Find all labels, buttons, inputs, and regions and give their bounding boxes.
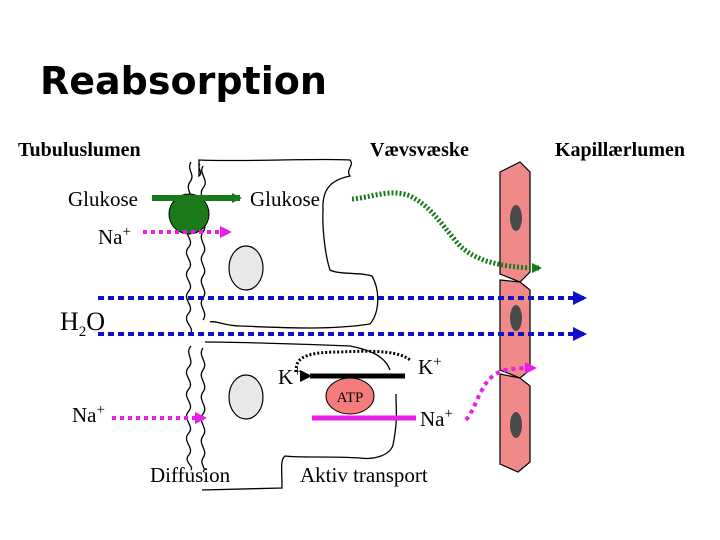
header-interstitial-fluid: Vævsvæske (370, 139, 469, 161)
sodium-label-top: Na+ (98, 224, 131, 249)
active-transport-label: Aktiv transport (300, 463, 428, 487)
vesicle-upper (228, 245, 264, 291)
nucleus (510, 305, 522, 331)
nucleus (510, 412, 522, 438)
epithelial-cells (185, 158, 398, 491)
header-capillary-lumen: Kapillærlumen (555, 139, 685, 161)
vesicle-lower (228, 374, 264, 420)
sodium-label-right: Na+ (420, 406, 453, 431)
epithelial-cell-top (198, 158, 379, 329)
capillary-wall (499, 161, 531, 473)
glucose-label-left: Glukose (68, 187, 138, 211)
sodium-exit-arrow (464, 362, 537, 422)
glucose-diffusion-arrow (351, 190, 542, 273)
water-label: H2O (60, 307, 105, 340)
brush-border (185, 161, 193, 471)
epithelial-cell-bottom (201, 341, 398, 491)
potassium-label-right: K+ (418, 354, 442, 379)
header-tubular-lumen: Tubuluslumen (18, 139, 141, 161)
atp-label: ATP (337, 390, 364, 406)
sodium-label-bottom: Na+ (72, 402, 105, 427)
potassium-entry-arrow (294, 349, 411, 373)
page-title: Reabsorption (40, 59, 327, 103)
glucose-transporter (168, 193, 210, 235)
diffusion-label: Diffusion (150, 463, 231, 487)
potassium-label-left: K+ (278, 364, 302, 389)
atp-pump (325, 377, 375, 415)
glucose-label-right: Glukose (250, 187, 320, 211)
nucleus (510, 205, 522, 231)
